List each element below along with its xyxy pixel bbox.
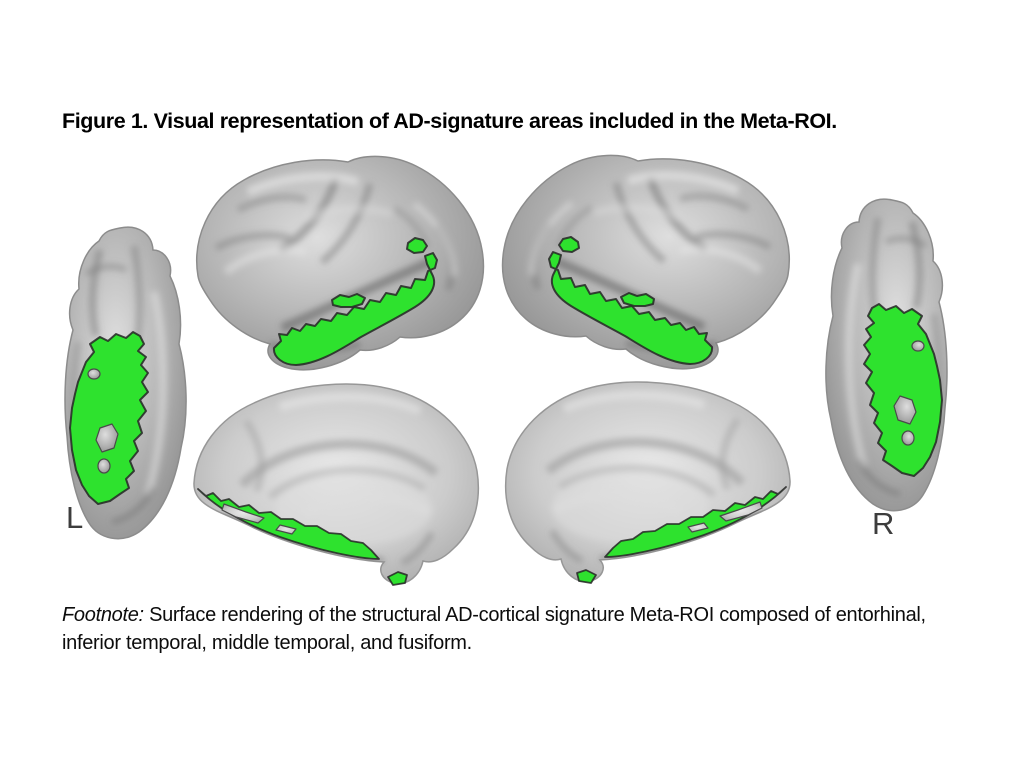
brain-left-lateral-view <box>186 148 494 376</box>
footnote-text: Surface rendering of the structural AD-c… <box>62 604 926 654</box>
right-hemisphere-label: R <box>872 506 895 541</box>
brain-left-inferior-view <box>42 222 194 544</box>
brain-left-medial-view <box>184 363 492 595</box>
brain-right-inferior-view <box>818 194 970 516</box>
brain-right-lateral-view <box>492 147 800 375</box>
footnote: Footnote: Surface rendering of the struc… <box>62 602 952 657</box>
footnote-label: Footnote: <box>62 604 144 626</box>
brain-right-medial-view <box>492 361 800 593</box>
left-hemisphere-label: L <box>66 500 84 535</box>
figure-caption: Figure 1. Visual representation of AD-si… <box>62 109 837 133</box>
